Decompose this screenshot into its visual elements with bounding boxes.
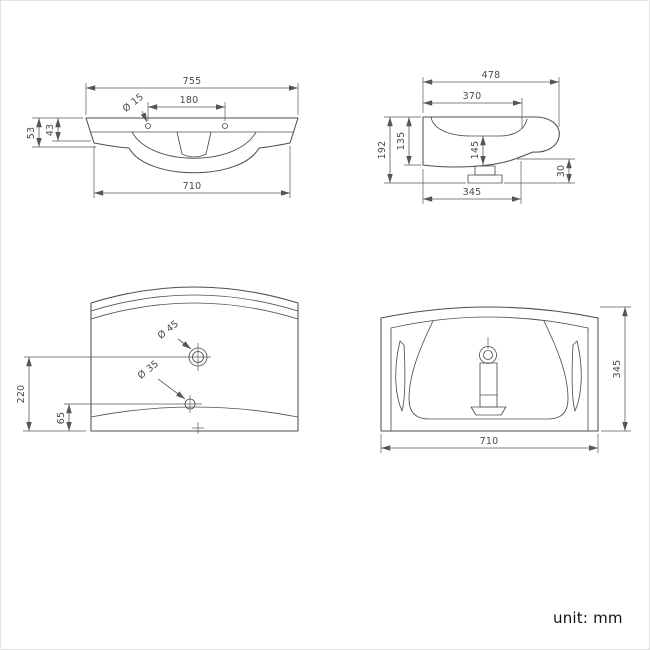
right-cutout: [571, 340, 582, 412]
tailpipe-foot: [470, 406, 507, 416]
dim-back-overall-width: 710: [480, 436, 499, 447]
dim-back-edge-height: 53: [26, 127, 37, 140]
dim-faucet-center-height: 220: [16, 385, 27, 404]
view-back: 345 710: [380, 306, 631, 453]
dim-top-depth: 370: [463, 91, 482, 102]
view-back-dimensions: 345 710: [380, 306, 631, 453]
view-front: Ø 45 Ø 35 220 65: [16, 286, 299, 434]
drain-stub: [474, 165, 496, 176]
dim-overall-depth: 478: [482, 70, 501, 81]
unit-label: unit: mm: [553, 609, 623, 627]
dim-overall-width: 755: [183, 76, 202, 87]
dim-tap-hole-spacing: 180: [180, 95, 199, 106]
drain-flange: [467, 174, 503, 184]
drain-hole-inner: [483, 350, 493, 360]
dim-overflow-hole-diameter: Ø 35: [136, 358, 161, 381]
basin-top-outline: [85, 117, 299, 174]
dim-body-height: 135: [396, 132, 407, 151]
back-outline: [380, 306, 599, 432]
dim-overall-height: 192: [377, 141, 388, 160]
bowl-underside: [408, 320, 569, 420]
dim-faucet-hole-diameter: Ø 45: [156, 318, 181, 341]
dim-front-edge-height: 43: [45, 124, 56, 137]
view-side-dimensions: 478 370 192 135 145 345: [377, 70, 575, 204]
drain-hole: [479, 346, 497, 364]
dim-base-depth: 345: [463, 187, 482, 198]
left-cutout: [395, 340, 406, 412]
view-top-front: 755 180 Ø 15 53 43 710: [26, 76, 299, 198]
dim-back-overall-height: 345: [612, 360, 623, 379]
drain-tailpipe: [479, 362, 498, 408]
tap-hole-left: [145, 123, 151, 129]
front-outline: [90, 286, 299, 434]
tap-hole-right: [222, 123, 228, 129]
dim-base-width: 710: [183, 181, 202, 192]
dim-drain-offset: 30: [556, 165, 567, 178]
dim-overflow-center-height: 65: [56, 412, 67, 425]
view-front-dimensions: Ø 45 Ø 35 220 65: [16, 318, 211, 432]
view-top-front-dimensions: 755 180 Ø 15 53 43 710: [26, 76, 299, 198]
view-side: 478 370 192 135 145 345: [377, 70, 575, 204]
dim-bowl-depth: 145: [470, 141, 481, 160]
side-profile-outline: [422, 116, 560, 184]
